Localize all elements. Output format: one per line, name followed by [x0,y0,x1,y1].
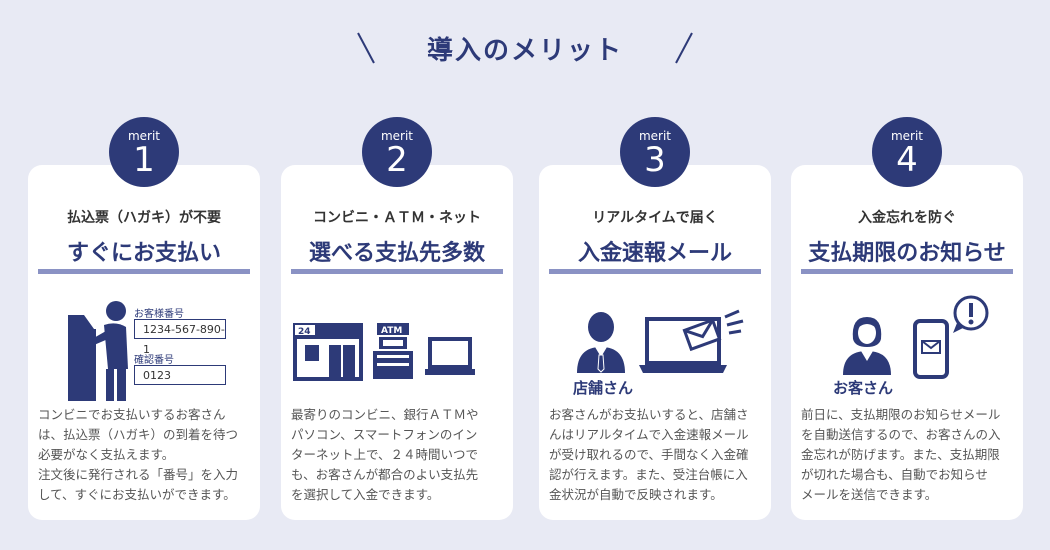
atm-sign-text: ATM [381,326,402,336]
card-title: すぐにお支払い [66,241,221,266]
description-line: 注文後に発行される「番号」を入力 [38,467,239,482]
card-title: 選べる支払先多数 [308,241,485,266]
convenience-store-icon: 24 [293,323,363,381]
section-heading: 導入のメリット [0,28,1050,68]
card-title: 入金速報メール [577,241,732,266]
merit-number: 1 [133,140,155,180]
card-illustration: 店舗さん [539,285,771,405]
merit-badge-3: merit 3 [620,117,690,187]
merit-badge-1: merit 1 [109,117,179,187]
merit-label: merit [890,129,924,143]
exclamation-bubble-icon [953,295,989,333]
title-underline [291,269,503,274]
description-line: 金忘れが防げます。また、支払期限 [801,447,1000,462]
card-illustration: お客様番号 1234-567-890-1 確認番号 0123 [28,285,260,405]
description-line: コンビニでお支払いするお客さん [38,407,226,422]
description-line: 金状況が自動で反映されます。 [549,487,723,502]
description-line: パソコン、スマートフォンのイン [291,427,478,442]
laptop-icon [425,337,475,375]
card-subtitle: 払込票（ハガキ）が不要 [67,210,221,226]
merit-label: merit [638,129,672,143]
card-subtitle: 入金忘れを防ぐ [858,210,956,226]
atm-user-icon [68,301,128,401]
merit-number: 3 [644,140,666,180]
description-line: 必要がなく支払えます。 [38,447,175,462]
merit-label: merit [127,129,161,143]
title-underline [38,269,250,274]
merit-card-1: 払込票（ハガキ）が不要 すぐにお支払い お客様番号 1234-567-890-1… [28,165,260,520]
description-line: 認が行えます。また、受注台帳に入 [549,467,748,482]
description-line: も、お客さんが都合のよい支払先 [291,467,479,482]
mail-icon [682,318,722,352]
page-title: 導入のメリット [426,35,623,66]
title-underline [549,269,761,274]
card-subtitle: リアルタイムで届く [592,210,718,226]
merit-number: 2 [386,140,408,180]
merit-badge-2: merit 2 [362,117,432,187]
description-line: が切れた場合も、自動でお知らせ [801,467,988,482]
heading-slash-right [675,32,693,64]
customer-icon [843,317,891,375]
merit-card-4: 入金忘れを防ぐ 支払期限のお知らせ お客さん 前日に、 [791,165,1023,520]
card-illustration: お客さん [791,285,1023,405]
merit-card-2: コンビニ・ＡＴＭ・ネット 選べる支払先多数 24 ATM 最寄りのコンビニ、銀行… [281,165,513,520]
description-line: ターネット上で、２４時間いつで [291,447,479,462]
description-line: お客さんがお支払いすると、店舗さ [549,407,749,422]
card-description: お客さんがお支払いすると、店舗さ んはリアルタイムで入金速報メール が受け取れる… [549,405,763,505]
card-subtitle: コンビニ・ＡＴＭ・ネット [313,210,481,226]
merit-card-3: リアルタイムで届く 入金速報メール 店舗さん お客さんがお支払いすると、店舗さ … [539,165,771,520]
shop-staff-icon [577,312,625,373]
card-illustration: 24 ATM [281,285,513,405]
mail-icon [921,340,941,354]
card-description: 最寄りのコンビニ、銀行ＡＴＭや パソコン、スマートフォンのイン ターネット上で、… [291,405,505,505]
title-underline [801,269,1013,274]
customer-number-field: 1234-567-890-1 [134,319,226,356]
description-line: が受け取れるので、手間なく入金確 [549,447,749,462]
merit-label: merit [380,129,414,143]
description-line: 最寄りのコンビニ、銀行ＡＴＭや [291,407,479,422]
shop-staff-label: 店舗さん [573,379,634,397]
card-title: 支払期限のお知らせ [808,241,1006,266]
heading-slash-left [357,32,375,64]
smartphone-alert-icon [913,295,989,379]
card-description: コンビニでお支払いするお客さん は、払込票（ハガキ）の到着を待つ 必要がなく支払… [38,405,252,505]
merit-number: 4 [896,140,918,180]
laptop-mail-icon [639,309,744,373]
confirmation-number-field: 0123 [134,365,226,385]
description-line: んはリアルタイムで入金速報メール [549,427,749,442]
description-line: して、すぐにお支払いができます。 [38,487,236,502]
card-description: 前日に、支払期限のお知らせメール を自動送信するので、お客さんの入 金忘れが防げ… [801,405,1015,505]
description-line: は、払込票（ハガキ）の到着を待つ [38,427,239,442]
description-line: 前日に、支払期限のお知らせメール [801,407,1001,422]
description-line: を自動送信するので、お客さんの入 [801,427,1001,442]
description-line: メールを送信できます。 [801,487,938,502]
store-sign-text: 24 [298,327,311,337]
description-line: を選択して入金できます。 [291,487,440,502]
customer-number-label: お客様番号 [134,309,184,320]
confirmation-number-label: 確認番号 [134,355,174,366]
customer-label: お客さん [833,379,894,397]
merit-badge-4: merit 4 [872,117,942,187]
atm-icon: ATM [373,323,413,379]
